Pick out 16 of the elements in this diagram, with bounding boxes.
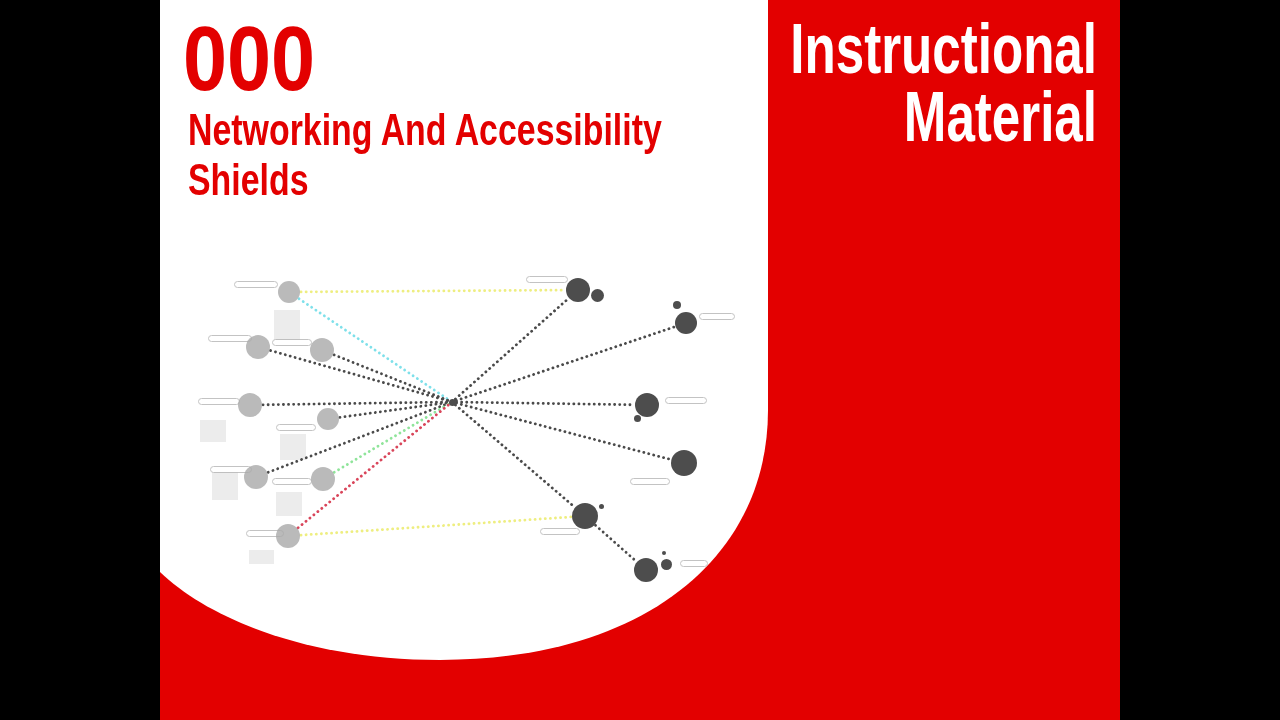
dotted-connector	[299, 515, 573, 537]
dotted-connector	[453, 297, 570, 401]
slide-number: 000	[183, 14, 316, 104]
dotted-connector	[261, 400, 449, 407]
slide-title: Networking And Accessibility Shields	[188, 105, 663, 205]
dotted-connector	[594, 523, 638, 563]
dotted-connector	[297, 297, 450, 401]
dotted-connector	[454, 401, 672, 461]
dotted-connector	[332, 353, 450, 402]
hub-point	[448, 398, 456, 406]
section-heading: Instructional Material	[789, 15, 1097, 151]
dotted-connector	[338, 401, 449, 419]
dotted-connector	[296, 403, 450, 530]
dotted-connector	[332, 402, 450, 474]
dotted-connector	[269, 349, 450, 403]
dotted-connector	[454, 325, 677, 402]
